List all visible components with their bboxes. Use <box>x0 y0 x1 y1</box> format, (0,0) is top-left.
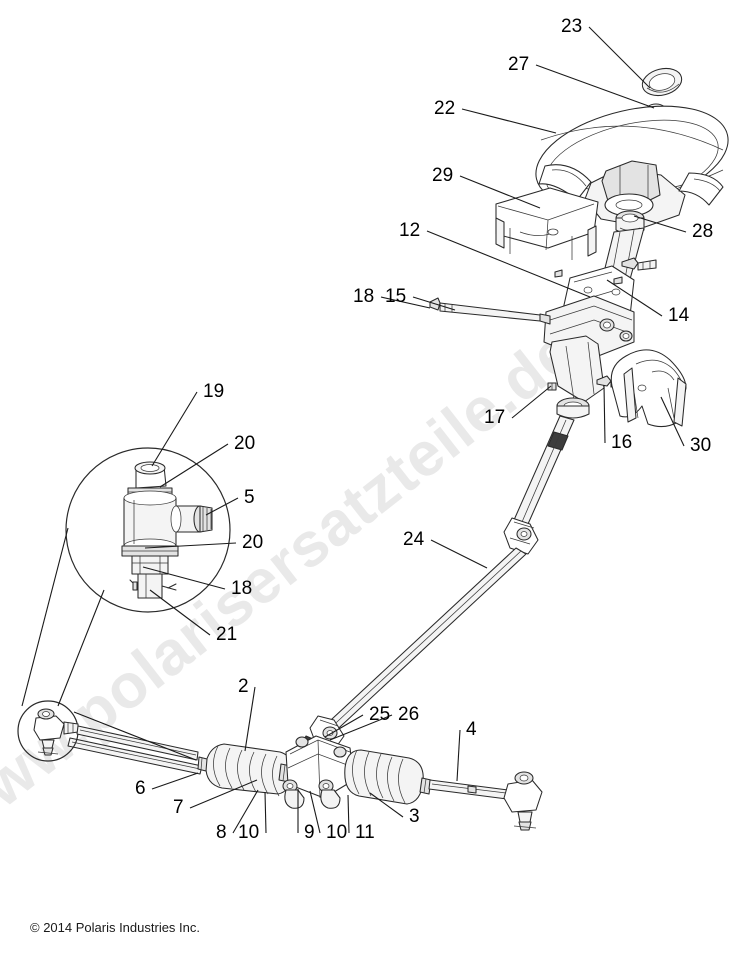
part-11-boot-clamp-right <box>419 777 432 795</box>
callout-leader-26 <box>329 714 393 741</box>
callout-number-c30: 30 <box>690 435 711 456</box>
u-joint-upper <box>503 517 539 555</box>
callout-number-c27: 27 <box>508 54 529 75</box>
callout-leader-19 <box>151 391 198 467</box>
part-18-collar <box>131 555 169 575</box>
callout-leader-5 <box>205 497 239 516</box>
callout-leader-22 <box>461 108 557 134</box>
callout-leader-23 <box>588 26 651 89</box>
detail-lower-circle <box>17 700 199 762</box>
callout-leader-29 <box>459 175 541 209</box>
part-2-steering-gear-rack <box>67 735 432 809</box>
callout-leader-20 <box>144 542 237 549</box>
callout-leader-3 <box>369 792 404 818</box>
detail-tie-rod-end <box>33 708 79 756</box>
callout-leader-10 <box>264 791 267 834</box>
callout-leader-14 <box>606 279 663 317</box>
tie-rod-end-right <box>503 771 543 831</box>
part-5-side-stub <box>170 505 213 533</box>
callout-leader-20 <box>159 443 229 488</box>
detail-gearbox-body <box>123 490 177 554</box>
callout-number-c15: 15 <box>385 286 406 307</box>
callout-number-c28: 28 <box>692 221 713 242</box>
callout-leader-16 <box>603 384 606 444</box>
callout-leader-28 <box>633 215 687 233</box>
callout-number-c20b: 20 <box>242 532 263 553</box>
callout-leaders <box>142 26 687 834</box>
callout-number-c9: 9 <box>304 822 315 843</box>
callout-leader-24 <box>430 539 488 569</box>
part-22-steering-wheel <box>535 105 729 228</box>
callout-number-c26: 26 <box>398 704 419 725</box>
callout-number-c23: 23 <box>561 16 582 37</box>
callout-leader-2 <box>244 686 256 752</box>
callout-leader-12 <box>426 230 591 298</box>
rack-housing <box>282 735 355 809</box>
callout-number-c17: 17 <box>484 407 505 428</box>
callout-number-c10b: 10 <box>326 822 347 843</box>
callout-leader-27 <box>535 64 655 109</box>
part-15-long-bolt <box>429 297 551 325</box>
callout-number-c19: 19 <box>203 381 224 402</box>
callout-number-c29: 29 <box>432 165 453 186</box>
callout-number-c6: 6 <box>135 778 146 799</box>
part-19-top-cap <box>134 461 167 489</box>
column-upper-bolts <box>554 257 657 285</box>
callout-number-c11: 11 <box>355 822 375 843</box>
part-23-steering-wheel-cap <box>641 67 683 97</box>
callout-number-c8: 8 <box>216 822 227 843</box>
callout-number-c18b: 18 <box>231 578 252 599</box>
part-21-cotter-pin <box>129 579 177 591</box>
callout-leader-25 <box>324 714 364 738</box>
callout-number-c16: 16 <box>611 432 632 453</box>
callout-leader-11 <box>347 794 350 834</box>
part-2-left-boot <box>205 743 293 797</box>
callout-leader-15 <box>412 296 456 311</box>
part-17-screw <box>547 382 557 391</box>
callout-leader-6 <box>151 772 199 790</box>
callout-leader-17 <box>511 385 552 419</box>
part-6-boot-clamp-left <box>197 756 208 772</box>
callout-number-c14: 14 <box>668 305 690 326</box>
callout-number-c10a: 10 <box>238 822 259 843</box>
steering-wheel-assembly <box>535 67 729 297</box>
callout-number-c18a: 18 <box>353 286 374 307</box>
callout-leader-21 <box>149 589 211 636</box>
detail-leader-lines <box>21 527 197 761</box>
callout-labels: 23 27 22 29 28 12 18 15 14 17 16 30 19 20 5 20 18 21 24 2 25… <box>135 16 713 843</box>
callout-leader-18 <box>380 296 431 309</box>
detail-stem <box>137 573 163 599</box>
callout-number-c7: 7 <box>173 797 184 818</box>
part-3-right-boot <box>344 749 424 805</box>
part-4-tie-rod-right <box>428 771 543 831</box>
callout-number-c25: 25 <box>369 704 390 725</box>
callout-number-c21: 21 <box>216 624 237 645</box>
part-29-column-cover <box>495 187 599 260</box>
callout-number-c4: 4 <box>466 719 477 740</box>
callout-leader-30 <box>660 396 685 447</box>
part-20-washer-lower <box>121 545 179 557</box>
copyright-notice: © 2014 Polaris Industries Inc. <box>30 920 200 935</box>
detail-upper-circle <box>65 447 231 613</box>
callout-leader-7 <box>189 779 258 809</box>
callout-number-c5: 5 <box>244 487 255 508</box>
callout-number-c20a: 20 <box>234 433 255 454</box>
callout-number-c12: 12 <box>399 220 420 241</box>
callout-number-c2: 2 <box>238 676 249 697</box>
callout-leader-8 <box>232 789 259 834</box>
part-30-lower-column-cover <box>610 349 687 428</box>
callout-number-c24: 24 <box>403 529 425 550</box>
callout-leader-18 <box>142 566 226 590</box>
callout-number-c3: 3 <box>409 806 420 827</box>
callout-number-c22: 22 <box>434 98 455 119</box>
callout-leader-10 <box>309 790 321 834</box>
callout-leader-4 <box>456 729 461 782</box>
